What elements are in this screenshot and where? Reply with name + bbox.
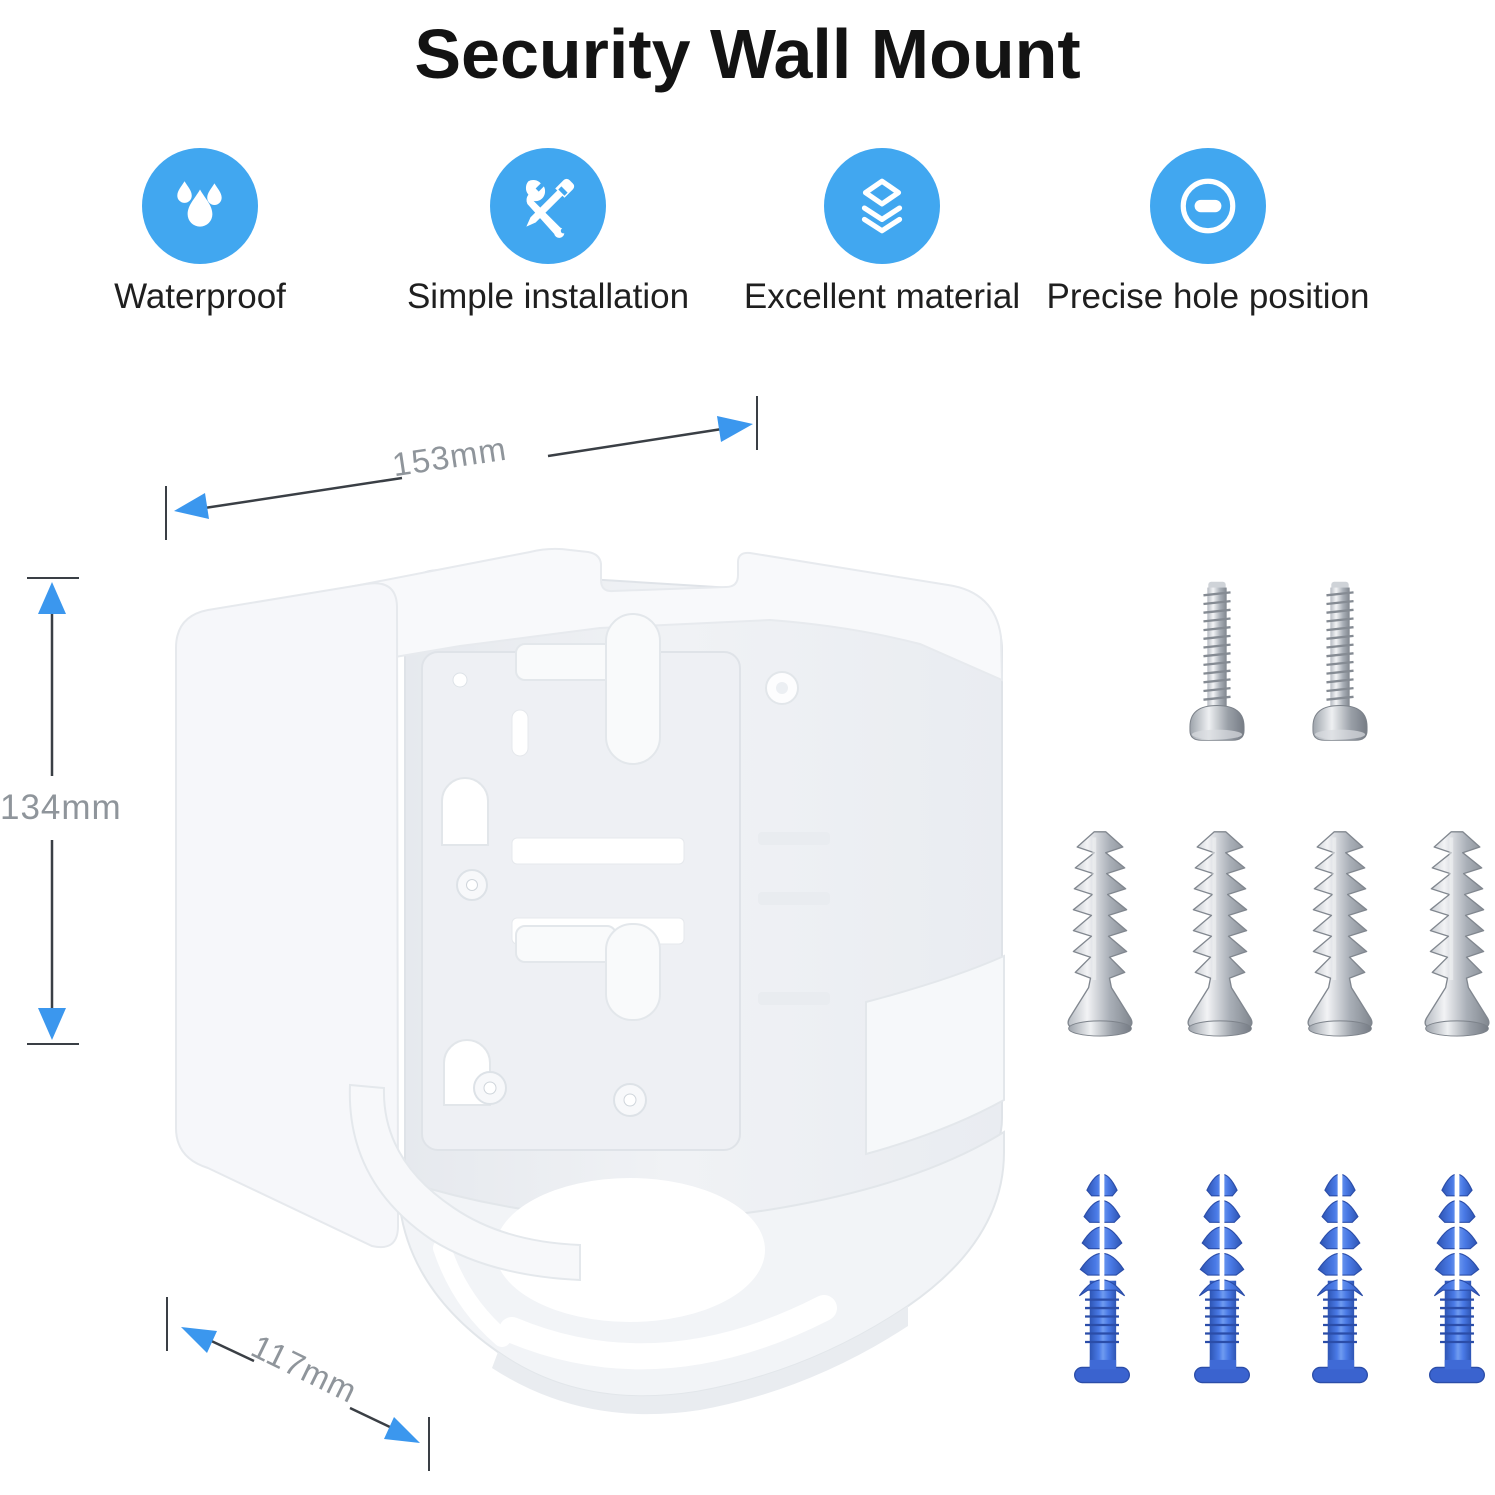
self-tapping-screw — [1423, 829, 1491, 1038]
support-ribs — [758, 832, 830, 1005]
self-tapping-screw — [1306, 829, 1374, 1038]
upper-hook — [515, 613, 661, 765]
tapping-screws-group — [1066, 829, 1491, 1038]
hole-position-icon — [1150, 148, 1266, 264]
wall-anchor — [1073, 1166, 1131, 1384]
feature-waterproof: Waterproof — [20, 148, 380, 317]
machine-screw — [1311, 580, 1369, 742]
right-lip — [865, 954, 1005, 1156]
page-title: Security Wall Mount — [414, 15, 1081, 93]
wrench-screwdriver-icon — [490, 148, 606, 264]
machine-screw — [1188, 580, 1246, 742]
left-lip — [348, 1083, 581, 1282]
feature-label: Waterproof — [114, 277, 286, 316]
layers-icon — [824, 148, 940, 264]
wall-anchor — [1428, 1166, 1486, 1384]
dimension-width-indicator — [165, 396, 758, 540]
dimension-height-label: 134mm — [0, 788, 122, 827]
machine-screws-group — [1188, 580, 1369, 742]
self-tapping-screw — [1066, 829, 1134, 1038]
wall-anchors-group — [1073, 1166, 1486, 1384]
feature-label: Excellent material — [743, 277, 1021, 316]
feature-label: Simple installation — [406, 277, 690, 316]
water-drops-icon — [142, 148, 258, 264]
feature-label: Precise hole position — [1046, 277, 1370, 316]
dimension-depth-indicator — [166, 1297, 430, 1471]
mounting-plate — [421, 651, 741, 1151]
wall-anchor — [1311, 1166, 1369, 1384]
lower-hook — [515, 923, 661, 1021]
feature-excellent-material: Excellent material — [702, 148, 1062, 317]
wall-anchor — [1193, 1166, 1251, 1384]
self-tapping-screw — [1186, 829, 1254, 1038]
dimension-height-indicator — [27, 577, 79, 1045]
wall-mount-bracket — [174, 547, 1005, 1415]
cradle-tray — [399, 1130, 1005, 1415]
feature-simple-installation: Simple installation — [368, 148, 728, 317]
feature-precise-hole-position: Precise hole position — [1028, 148, 1388, 317]
